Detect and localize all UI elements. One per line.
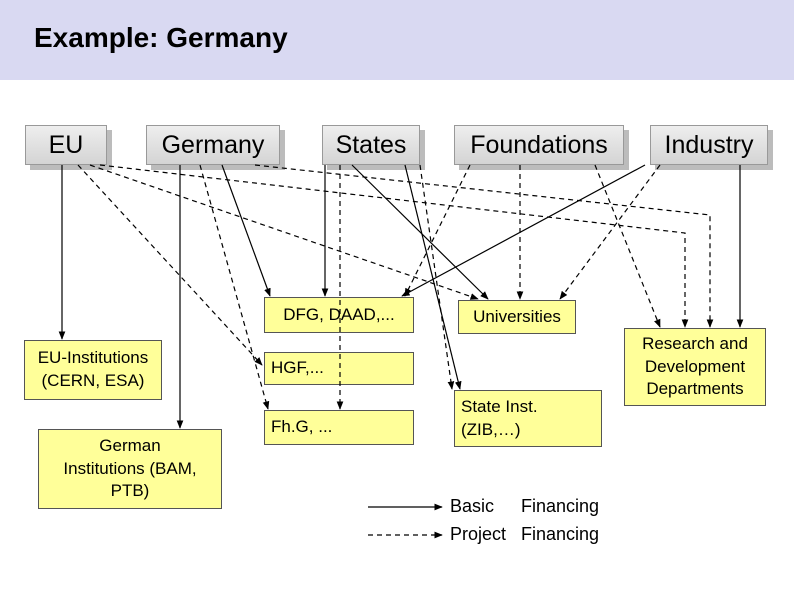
target-hgf-label: HGF,...	[271, 358, 324, 378]
arrow-germany-research	[254, 164, 714, 328]
legend-project-word2: Financing	[521, 524, 600, 544]
target-research: Research and Development Departments	[624, 328, 766, 406]
source-eu: EU	[25, 125, 107, 165]
arrow-industry-dfg	[401, 164, 646, 297]
title-bar	[0, 0, 794, 80]
target-german-institutions: German Institutions (BAM, PTB)	[38, 429, 222, 509]
source-industry: Industry	[650, 125, 768, 165]
arrow-foundations-dfg	[404, 164, 471, 297]
page-title: Example: Germany	[34, 22, 288, 53]
target-dfg: DFG, DAAD,...	[264, 297, 414, 333]
arrow-germany-dfg	[221, 164, 271, 297]
target-universities-label: Universities	[473, 306, 561, 326]
source-germany-label: Germany	[161, 130, 265, 159]
source-states: States	[322, 125, 420, 165]
target-state-inst-label: State Inst. (ZIB,…)	[461, 396, 538, 439]
arrow-foundations-state-inst	[419, 164, 455, 390]
arrow-germany-fhg	[199, 164, 270, 410]
target-research-label: Research and Development Departments	[642, 333, 748, 399]
target-hgf: HGF,...	[264, 352, 414, 385]
arrow-eu-universities	[89, 164, 479, 300]
arrow-eu-hgf	[77, 164, 263, 366]
target-eu-institutions-label: EU-Institutions (CERN, ESA)	[37, 348, 149, 390]
target-universities: Universities	[458, 300, 576, 334]
arrow-states-state-inst	[404, 164, 462, 390]
target-fhg-label: Fh.G, ...	[271, 417, 333, 437]
target-german-institutions-label: German Institutions (BAM, PTB)	[63, 435, 197, 501]
source-eu-label: EU	[48, 130, 84, 159]
legend-basic-word1: Basic	[450, 496, 495, 516]
arrow-foundations-research	[594, 164, 661, 328]
arrow-states-universities	[351, 164, 489, 300]
arrow-eu-research	[99, 164, 689, 328]
source-states-label: States	[335, 130, 407, 159]
source-foundations-label: Foundations	[470, 130, 608, 159]
target-fhg: Fh.G, ...	[264, 410, 414, 445]
source-industry-label: Industry	[664, 130, 754, 159]
target-eu-institutions: EU-Institutions (CERN, ESA)	[24, 340, 162, 400]
target-state-inst: State Inst. (ZIB,…)	[454, 390, 602, 447]
source-germany: Germany	[146, 125, 280, 165]
legend-project-word1: Project	[450, 524, 507, 544]
legend-basic-word2: Financing	[521, 496, 600, 516]
arrow-industry-universities	[559, 164, 661, 300]
source-foundations: Foundations	[454, 125, 624, 165]
target-dfg-label: DFG, DAAD,...	[283, 304, 395, 324]
